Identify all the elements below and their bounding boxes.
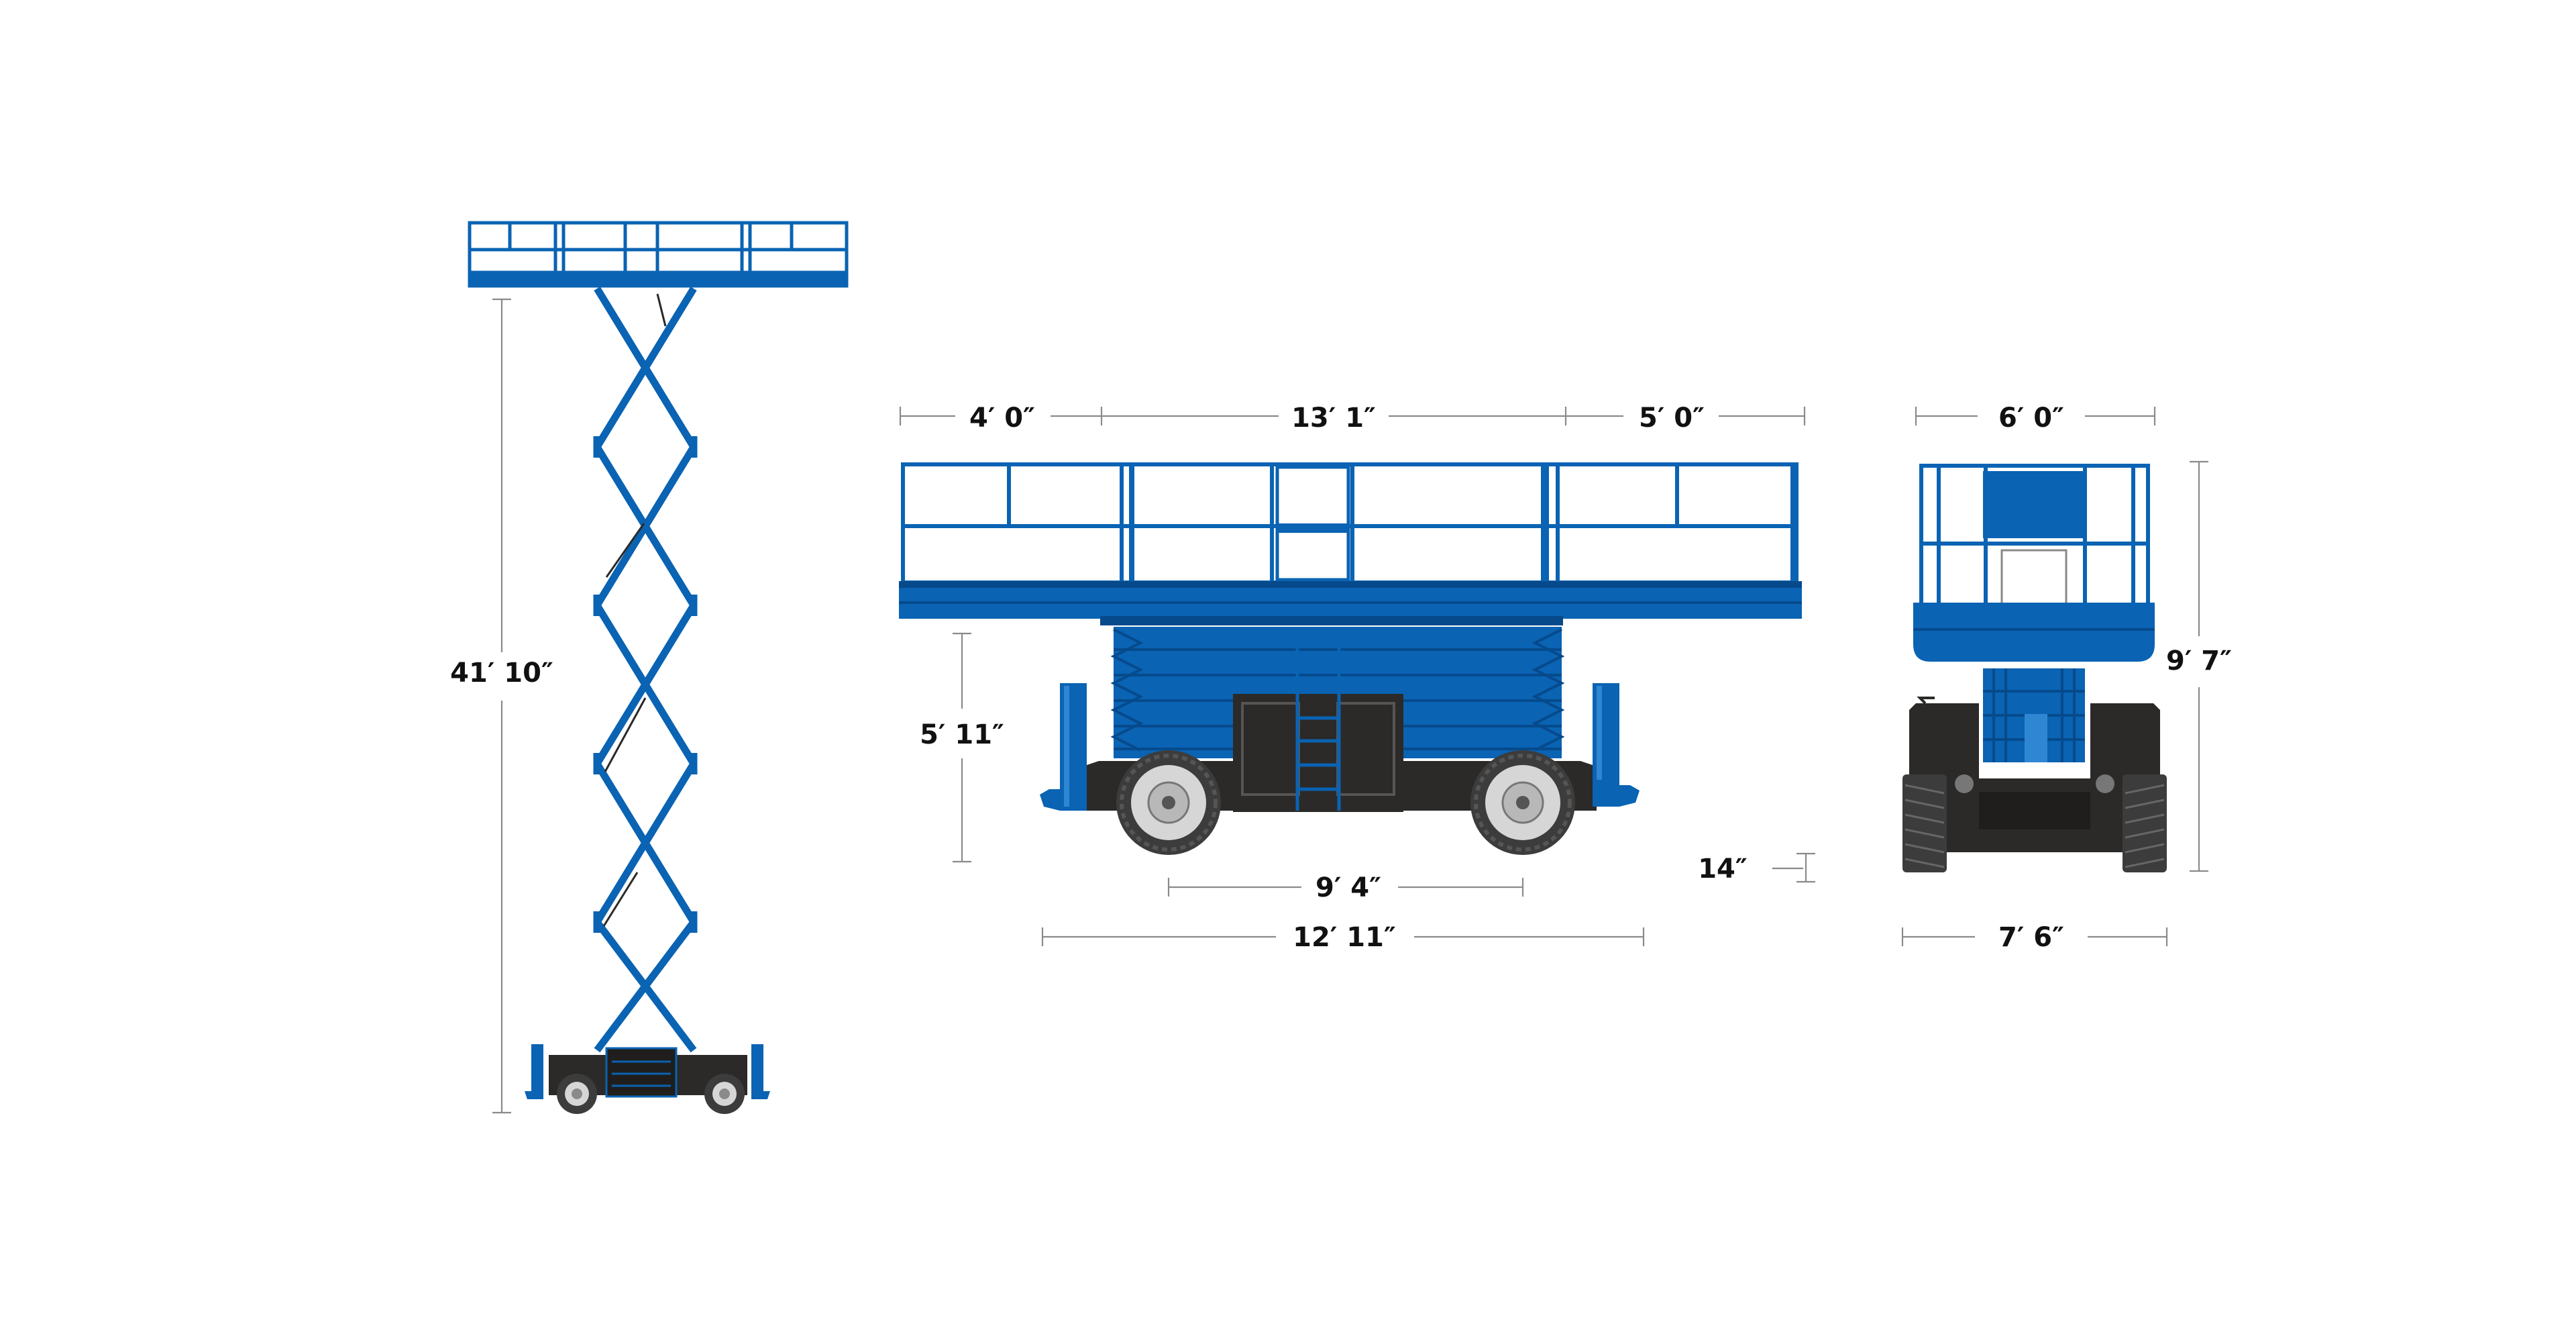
rear-tire-right xyxy=(2123,774,2167,872)
stowed-platform-deck xyxy=(899,581,1802,625)
rear-gate xyxy=(2000,549,2068,608)
overall-width-dimension: 7′ 6″ xyxy=(1901,922,2168,953)
outrigger-left xyxy=(1040,683,1087,811)
platform-width-dimension: 6′ 0″ xyxy=(1915,403,2156,434)
raised-side-view: 41′ 10″ xyxy=(450,221,849,1114)
rear-scissor-stack xyxy=(1983,668,2085,762)
raised-wheel-front xyxy=(557,1074,597,1114)
stowed-height-dimension: 9′ 7″ xyxy=(2166,460,2232,872)
wheelbase-label: 9′ 4″ xyxy=(1316,872,1381,903)
overall-width-label: 7′ 6″ xyxy=(1998,922,2064,953)
stowed-guardrails xyxy=(901,462,1799,601)
rear-tire-left xyxy=(1902,774,1947,872)
rear-chassis xyxy=(1909,697,2160,852)
rear-platform-deck xyxy=(1913,603,2155,662)
rear-panel xyxy=(1983,471,2085,538)
outrigger-right xyxy=(1593,683,1640,807)
overall-length-label: 12′ 11″ xyxy=(1293,922,1396,953)
scissor-stack xyxy=(593,287,698,1053)
stowed-side-view: 4′ 0″ 13′ 1″ 5′ 0″ xyxy=(899,403,1815,953)
raised-platform-deck xyxy=(468,272,848,286)
gate-bar xyxy=(1277,523,1348,533)
platform-height-label: 5′ 11″ xyxy=(920,719,1004,750)
platform-height-dimension: 5′ 11″ xyxy=(920,632,1004,863)
overall-height-dimension: 41′ 10″ xyxy=(450,298,553,1114)
overall-length-dimension: 12′ 11″ xyxy=(1041,922,1645,953)
deck-extension-front-label: 4′ 0″ xyxy=(969,403,1035,434)
deck-extension-rear-label: 5′ 0″ xyxy=(1639,403,1705,434)
overall-height-label: 41′ 10″ xyxy=(450,658,553,689)
stowed-wheel-front xyxy=(1116,750,1221,855)
platform-length-label: 13′ 1″ xyxy=(1291,403,1376,434)
ground-clearance-dimension: 14″ xyxy=(1698,852,1815,884)
lift-cylinders xyxy=(602,293,667,927)
wheelbase-dimension: 9′ 4″ xyxy=(1167,872,1524,903)
top-dimensions: 4′ 0″ 13′ 1″ 5′ 0″ xyxy=(899,403,1806,434)
ground-clearance-label: 14″ xyxy=(1698,854,1748,884)
stowed-wheel-rear xyxy=(1470,750,1575,855)
access-ladder xyxy=(1295,633,1341,811)
stowed-height-label: 9′ 7″ xyxy=(2166,646,2232,676)
stowed-rear-view: 6′ 0″ xyxy=(1901,403,2232,953)
raised-wheel-rear xyxy=(704,1074,745,1114)
platform-width-label: 6′ 0″ xyxy=(1998,403,2064,434)
